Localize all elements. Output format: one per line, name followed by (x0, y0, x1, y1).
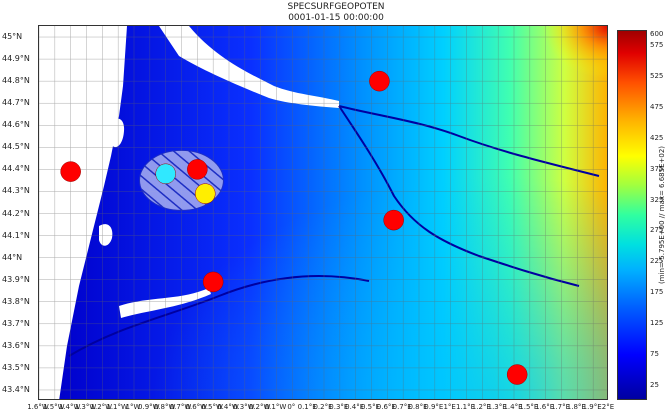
northeast-highlands (419, 26, 607, 176)
longitude-label: 0.6°W (185, 403, 208, 411)
longitude-label: 0.5°E (360, 403, 381, 411)
longitude-label: 1.4°W (58, 403, 81, 411)
station-marker[interactable] (383, 209, 404, 231)
longitude-label: 1.8°E (566, 403, 586, 411)
station-marker[interactable] (506, 364, 528, 385)
latitude-label: 44.8°N (2, 76, 30, 86)
longitude-label: 0.4°E (345, 403, 365, 411)
longitude-label: 1.2°W (90, 403, 113, 411)
colorbar-tick: 475 (650, 103, 664, 112)
map-title: SPECSURFGEOPOTEN (287, 2, 385, 12)
elevation-map (39, 26, 607, 399)
gironde-estuary (159, 26, 339, 108)
latitude-label: 44.6°N (2, 120, 30, 130)
latitude-label: 44°N (2, 252, 23, 262)
colorbar-tick: 275 (650, 226, 664, 235)
colorbar-tick: 375 (650, 164, 664, 173)
map-panel[interactable] (38, 25, 608, 400)
station-marker[interactable] (60, 161, 81, 182)
station-marker[interactable] (187, 159, 208, 180)
longitude-label: 1.6°E (535, 403, 555, 411)
station-marker[interactable] (202, 271, 224, 293)
longitude-label: 0.7°E (392, 403, 412, 411)
longitude-label: 1.6°W (27, 403, 49, 411)
longitude-label: 1°E (443, 403, 456, 411)
longitude-label: 1.9°E (582, 403, 602, 411)
latitude-label: 43.8°N (2, 296, 30, 306)
river-garonne (338, 105, 580, 287)
lat-lon-grid (39, 26, 607, 399)
longitude-label: 1.5°W (43, 403, 65, 411)
river-adour (68, 275, 370, 357)
colorbar-label: (min=-5.795E+00 // max= 6.685E+02) (658, 145, 666, 285)
longitude-label: 0.8°E (408, 403, 428, 411)
colorbar-tick: 575 (650, 41, 664, 50)
longitude-label: 0° (287, 403, 296, 411)
longitude-label: 0.6°E (376, 403, 396, 411)
longitude-label: 0.3°W (233, 403, 255, 411)
longitude-label: 1.1°E (455, 403, 476, 411)
colorbar-tick: 525 (650, 72, 664, 81)
station-marker[interactable] (155, 163, 176, 185)
longitude-label: 1°W (125, 403, 141, 411)
latitude-label: 44.9°N (2, 54, 30, 64)
latitude-label: 43.7°N (2, 318, 30, 328)
longitude-label: 0.1°E (297, 403, 317, 411)
colorbar (617, 30, 647, 400)
latitude-label: 43.4°N (2, 384, 30, 394)
colorbar-tick: 125 (650, 318, 664, 327)
latitude-label: 43.6°N (2, 340, 30, 350)
colorbar-tick: 225 (650, 257, 664, 266)
longitude-label: 0.5°W (201, 403, 223, 411)
longitude-label: 0.3°E (329, 403, 349, 411)
river-dordogne (338, 105, 600, 177)
longitude-label: 0.4°W (217, 403, 239, 411)
longitude-label: 1.3°W (74, 403, 97, 411)
longitude-label: 0.8°W (153, 403, 176, 411)
longitude-label: 0.9°W (138, 403, 160, 411)
latitude-label: 43.5°N (2, 362, 30, 372)
longitude-label: 2°E (601, 403, 615, 411)
latitude-label: 44.4°N (2, 164, 30, 174)
latitude-label: 44.3°N (2, 186, 30, 196)
coastal-inlet (119, 288, 211, 318)
station-markers (60, 70, 528, 385)
longitude-label: 0.1°W (264, 403, 287, 411)
colorbar-tick: 600 (650, 30, 664, 38)
latitude-label: 43.9°N (2, 274, 30, 284)
longitude-label: 1.7°E (550, 403, 571, 411)
map-timestamp: 0001-01-15 00:00:00 (288, 13, 384, 23)
longitude-label: 0.2°W (248, 403, 271, 411)
colorbar-tick: 425 (650, 133, 664, 142)
colorbar-tick: 325 (650, 195, 664, 204)
lake-north (111, 118, 125, 148)
latitude-label: 45°N (2, 32, 23, 42)
latitude-label: 44.2°N (2, 208, 30, 218)
colorbar-tick: 175 (650, 288, 664, 297)
colorbar-tick: 75 (650, 349, 659, 358)
colorbar-tick: 25 (650, 380, 659, 389)
longitude-label: 1.5°E (519, 403, 539, 411)
latitude-label: 44.1°N (2, 230, 30, 240)
longitude-label: 0.9°E (424, 403, 444, 411)
longitude-label: 0.7°W (169, 403, 192, 411)
longitude-label: 0.2°E (313, 403, 333, 411)
longitude-label: 1.3°E (487, 403, 507, 411)
latitude-label: 44.5°N (2, 142, 30, 152)
latitude-label: 44.7°N (2, 98, 30, 108)
station-marker[interactable] (369, 70, 390, 92)
longitude-label: 1.4°E (503, 403, 523, 411)
longitude-label: 1.2°E (471, 403, 491, 411)
station-marker[interactable] (195, 183, 216, 204)
longitude-label: 1.1°W (106, 403, 128, 411)
